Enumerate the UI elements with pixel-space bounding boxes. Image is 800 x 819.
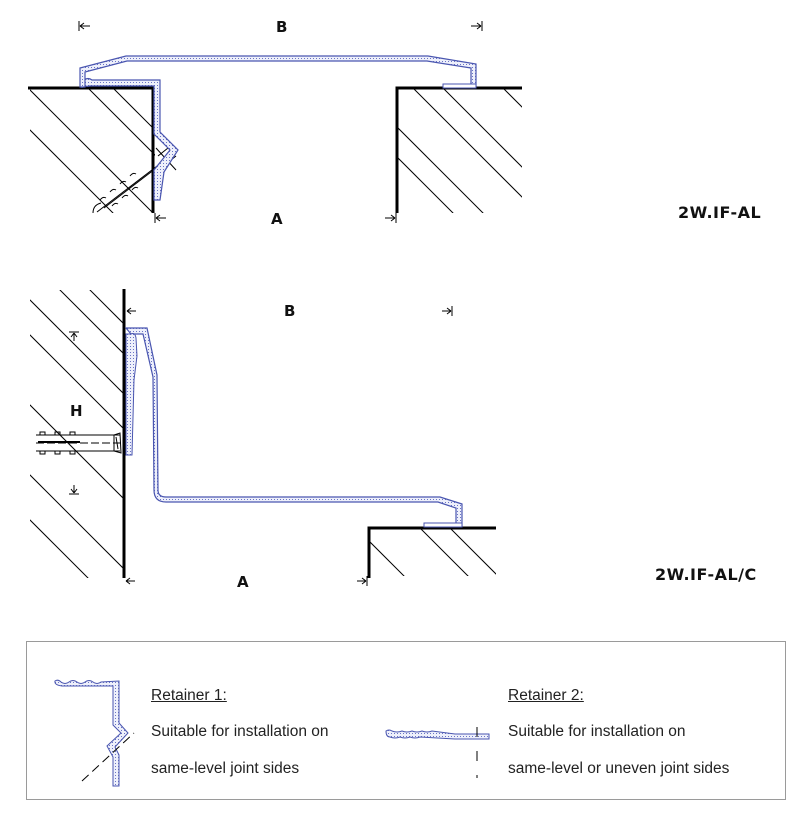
retainer-1-clip bbox=[83, 77, 179, 201]
floor-foot bbox=[423, 522, 463, 528]
diagram-2: B H A 2W.IF-AL/C bbox=[30, 289, 757, 591]
dimension-arrows-2 bbox=[69, 306, 453, 586]
dimension-label-a-2: A bbox=[237, 573, 249, 591]
dimension-label-b-2: B bbox=[284, 302, 295, 320]
dimension-label-b: B bbox=[276, 18, 287, 36]
diagram-1: B A 2W.IF-AL bbox=[28, 18, 761, 228]
retainer-2-line2: same-level or uneven joint sides bbox=[508, 760, 730, 777]
retainer-1-line2: same-level joint sides bbox=[151, 760, 300, 777]
retainer-1-title: Retainer 1: bbox=[151, 687, 227, 704]
dimension-label-h: H bbox=[70, 402, 83, 420]
cover-profile-l bbox=[124, 327, 463, 527]
product-code-1: 2W.IF-AL bbox=[678, 203, 761, 222]
right-substrate-edge bbox=[395, 86, 522, 213]
legend-box bbox=[26, 641, 786, 800]
retainer-1-icon bbox=[54, 679, 135, 787]
floor-edge bbox=[367, 526, 496, 578]
right-substrate-hatch bbox=[398, 88, 522, 213]
retainer-1-line1: Suitable for installation on bbox=[151, 723, 329, 740]
floor-hatch bbox=[369, 528, 496, 576]
dimension-label-a: A bbox=[271, 210, 283, 228]
left-substrate-hatch bbox=[30, 88, 155, 213]
retainer-2-title: Retainer 2: bbox=[508, 687, 584, 704]
wall-hatch bbox=[30, 290, 124, 578]
wall-anchor bbox=[36, 431, 134, 455]
wall-retainer-clip bbox=[125, 333, 138, 456]
dimension-arrows bbox=[78, 21, 483, 223]
product-code-2: 2W.IF-AL/C bbox=[655, 565, 757, 584]
left-substrate-edge bbox=[28, 86, 155, 213]
retainer-2-icon bbox=[385, 727, 490, 778]
retainer-right-foot bbox=[442, 83, 477, 89]
retainer-2-line1: Suitable for installation on bbox=[508, 723, 686, 740]
